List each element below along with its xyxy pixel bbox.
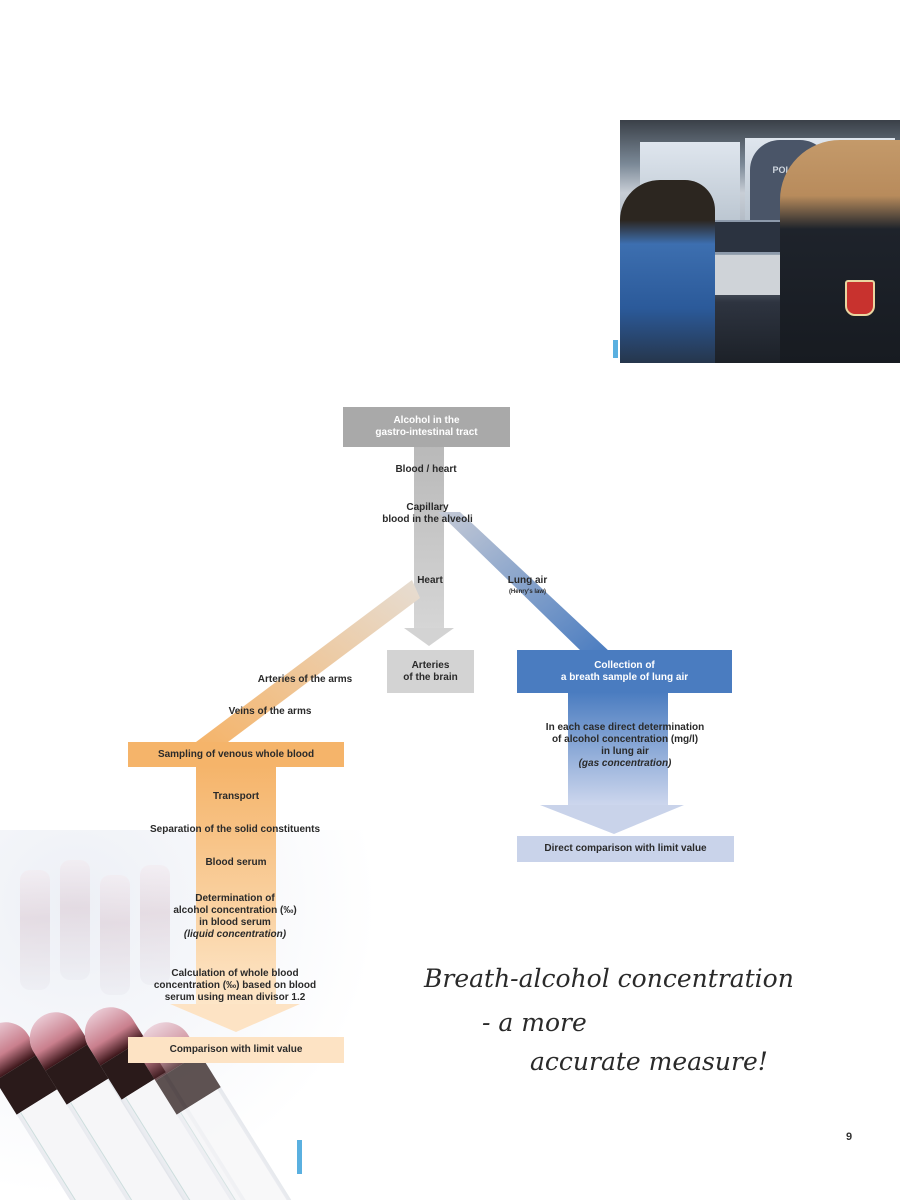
breath-path-bar [568, 692, 668, 807]
box-line: gastro-intestinal tract [375, 427, 478, 438]
brain-arrow [404, 628, 454, 646]
henrys-law-label: (Henry's law) [508, 589, 547, 595]
breath-determination-label: In each case direct determination of alc… [515, 722, 735, 770]
label-line: Calculation of whole blood [171, 968, 299, 979]
breath-comparison-box: Direct comparison with limit value [517, 836, 734, 862]
arteries-brain-box: Arteries of the brain [387, 650, 474, 693]
breath-test-photo: POLIZEI [620, 120, 900, 363]
slogan-line-2: - a more [482, 1008, 587, 1037]
label-line: (liquid concentration) [183, 929, 287, 940]
arm-branch [196, 580, 420, 742]
box-line: Collection of [594, 659, 655, 671]
trunk-bar [414, 446, 444, 631]
test-subject [620, 180, 715, 363]
photo-credit-mark [613, 340, 618, 358]
box-line: Alcohol in the [393, 415, 460, 426]
transport-label: Transport [212, 791, 260, 802]
breath-collection-box: Collection of a breath sample of lung ai… [517, 650, 732, 693]
label-line: In each case direct determination [545, 722, 705, 733]
capillary-label: Capillary blood in the alveoli [350, 502, 505, 526]
breath-path-arrow [540, 805, 684, 834]
label-line: of alcohol concentration (mg/l) [551, 734, 699, 745]
box-line: of the brain [403, 671, 458, 683]
blood-heart-label: Blood / heart [395, 464, 457, 475]
box-line: Arteries [411, 659, 450, 671]
police-badge-icon [845, 280, 875, 316]
police-officer [780, 140, 900, 363]
slogan-line-3: accurate measure! [530, 1047, 768, 1076]
box-line: a breath sample of lung air [560, 671, 689, 683]
label-line: Capillary [406, 502, 449, 513]
blood-path-bar [196, 766, 276, 1006]
label-line: alcohol concentration (‰) [173, 905, 297, 916]
label-line: serum using mean divisor 1.2 [164, 992, 306, 1003]
arteries-arms-label: Arteries of the arms [257, 674, 353, 685]
blood-comparison-box: Comparison with limit value [128, 1037, 344, 1063]
heart-label: Heart [417, 575, 443, 586]
label-line: in blood serum [199, 917, 271, 928]
page-number: 9 [846, 1131, 853, 1143]
label-line: (gas concentration) [578, 758, 672, 769]
label-line: in lung air [601, 746, 649, 757]
label-line: blood in the alveoli [382, 514, 473, 525]
lung-air-label: Lung air [507, 575, 548, 586]
separation-label: Separation of the solid constituents [149, 824, 320, 835]
serum-determination-label: Determination of alcohol concentration (… [130, 893, 340, 941]
label-line: Determination of [195, 893, 275, 904]
blood-path-arrow [170, 1004, 300, 1032]
photo-credit-mark [297, 1140, 302, 1174]
calculation-label: Calculation of whole blood concentration… [130, 968, 340, 1004]
venous-blood-sampling-box: Sampling of venous whole blood [128, 742, 344, 767]
blood-serum-label: Blood serum [205, 857, 267, 868]
label-line: concentration (‰) based on blood [153, 980, 317, 991]
gastro-intestinal-box: Alcohol in the gastro-intestinal tract [343, 407, 510, 447]
slogan-line-1: Breath-alcohol concentration [424, 964, 794, 993]
veins-arms-label: Veins of the arms [228, 706, 312, 717]
blood-sample-tubes-image [0, 830, 380, 1200]
lung-air-branch [438, 512, 610, 652]
